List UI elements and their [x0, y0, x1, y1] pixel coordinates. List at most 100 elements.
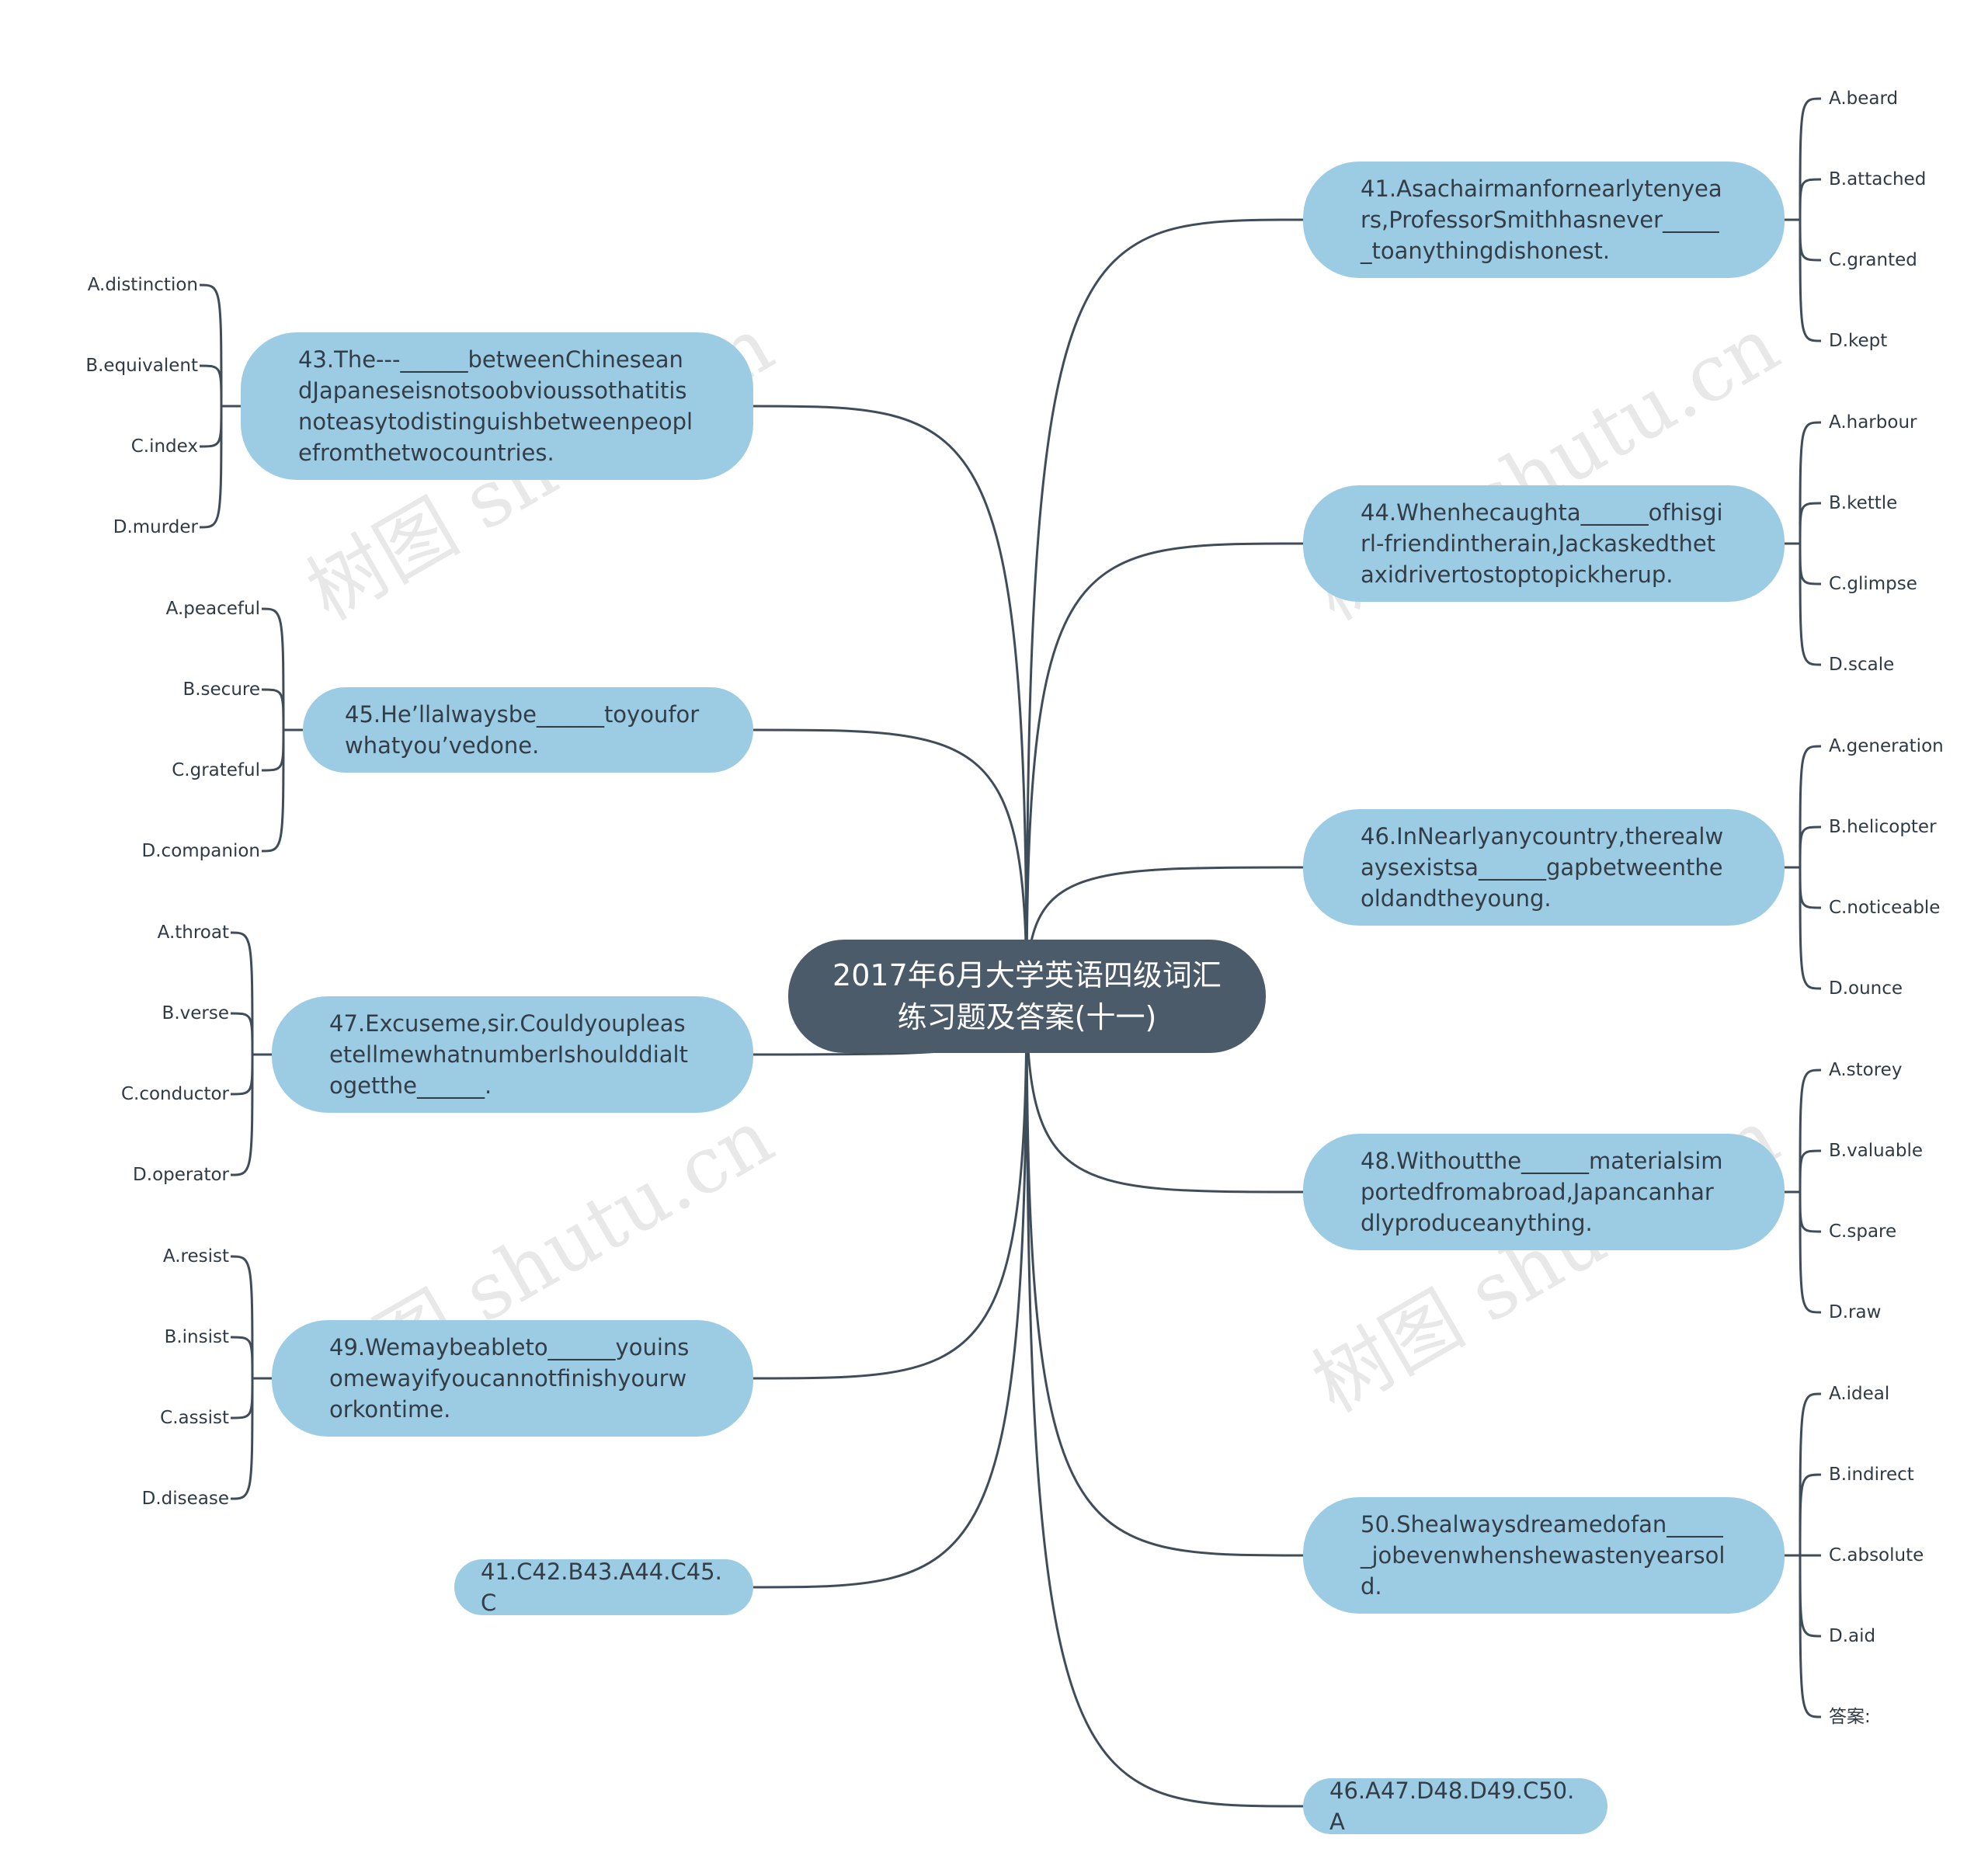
topic-q45[interactable]: 45.He’llalwaysbe______toyouforwhatyou’ve…	[303, 687, 753, 773]
option-leaf[interactable]: B.attached	[1829, 169, 1927, 189]
leaf-connector	[1799, 502, 1822, 544]
branch-connector	[1025, 996, 1304, 1808]
option-leaf[interactable]: D.scale	[1829, 655, 1895, 675]
leaf-connector	[1799, 867, 1822, 909]
leaf-connector	[1799, 1473, 1822, 1556]
option-leaf[interactable]: B.insist	[164, 1327, 229, 1347]
topic-label: 47.Excuseme,sir.Couldyoupleasetellmewhat…	[329, 1010, 688, 1099]
option-leaf[interactable]: C.conductor	[120, 1084, 229, 1104]
leaf-connector	[199, 405, 223, 529]
topic-answers-1[interactable]: 41.C42.B43.A44.C45.C	[454, 1559, 753, 1616]
branch-connector	[752, 996, 1028, 1589]
option-leaf[interactable]: A.harbour	[1829, 412, 1917, 433]
option-leaf[interactable]: A.storey	[1829, 1060, 1903, 1080]
option-leaf[interactable]: A.peaceful	[165, 599, 260, 619]
option-leaf[interactable]: D.raw	[1829, 1302, 1882, 1322]
topic-label: 45.He’llalwaysbe______toyouforwhatyou’ve…	[345, 701, 700, 759]
leaf-connector	[1799, 421, 1822, 544]
leaf-connector	[261, 688, 285, 731]
option-leaf[interactable]: B.valuable	[1829, 1141, 1923, 1161]
option-leaf[interactable]: C.granted	[1829, 250, 1917, 270]
branch-connector	[1025, 218, 1304, 997]
leaf-connector	[199, 364, 223, 407]
option-leaf[interactable]: A.resist	[162, 1246, 229, 1267]
topic-label: 48.Withoutthe______materialsimportedfrom…	[1361, 1148, 1723, 1236]
leaf-connector	[261, 729, 285, 772]
leaf-connector	[1799, 825, 1822, 868]
option-leaf[interactable]: A.throat	[157, 923, 229, 943]
leaf-connector	[230, 931, 254, 1055]
branch-connector	[752, 996, 1028, 1380]
option-leaf[interactable]: C.grateful	[172, 760, 260, 780]
topic-label: 46.InNearlyanycountry,therealwaysexistsa…	[1361, 823, 1724, 912]
option-leaf[interactable]: C.assist	[160, 1408, 229, 1428]
option-leaf[interactable]: D.ounce	[1829, 978, 1903, 999]
option-leaf[interactable]: A.distinction	[87, 275, 198, 295]
leaf-connector	[1799, 1555, 1822, 1638]
topic-q48[interactable]: 48.Withoutthe______materialsimportedfrom…	[1303, 1134, 1785, 1250]
option-leaf[interactable]: B.secure	[182, 679, 260, 700]
leaf-connector	[261, 729, 285, 853]
option-leaf[interactable]: C.spare	[1829, 1221, 1897, 1242]
leaf-connector	[1799, 97, 1822, 221]
option-leaf[interactable]: D.disease	[141, 1489, 229, 1509]
option-leaf[interactable]: D.aid	[1829, 1626, 1876, 1646]
topic-q41[interactable]: 41.Asachairmanfornearlytenyears,Professo…	[1303, 162, 1785, 278]
central-topic[interactable]: 2017年6月大学英语四级词汇练习题及答案(十一)	[788, 940, 1266, 1053]
leaf-connector	[1799, 1555, 1822, 1718]
leaf-connector	[1799, 178, 1822, 221]
topic-label: 41.C42.B43.A44.C45.C	[481, 1559, 722, 1616]
leaf-connector	[230, 1054, 254, 1096]
leaf-connector	[230, 1012, 254, 1055]
option-leaf[interactable]: A.ideal	[1829, 1384, 1890, 1404]
option-leaf[interactable]: A.generation	[1829, 736, 1944, 756]
central-topic-label: 2017年6月大学英语四级词汇练习题及答案(十一)	[832, 958, 1222, 1034]
topic-q43[interactable]: 43.The---______betweenChineseandJapanese…	[241, 332, 753, 480]
option-leaf[interactable]: B.equivalent	[85, 356, 198, 376]
topic-q46[interactable]: 46.InNearlyanycountry,therealwaysexistsa…	[1303, 809, 1785, 926]
leaf-connector	[1799, 543, 1822, 586]
leaf-connector	[1799, 1149, 1822, 1193]
branch-connector	[1025, 996, 1304, 1557]
topic-q47[interactable]: 47.Excuseme,sir.Couldyoupleasetellmewhat…	[272, 996, 753, 1113]
topic-label: 41.Asachairmanfornearlytenyears,Professo…	[1361, 175, 1722, 264]
option-leaf[interactable]: D.murder	[113, 517, 198, 537]
topic-label: 49.Wemaybeableto______youinsomewayifyouc…	[329, 1334, 690, 1423]
option-leaf[interactable]: B.helicopter	[1829, 817, 1937, 837]
leaf-connector	[1799, 1191, 1822, 1314]
leaf-connector	[230, 1378, 254, 1500]
leaf-connector	[230, 1378, 254, 1420]
option-leaf[interactable]: B.indirect	[1829, 1465, 1914, 1485]
topic-label: 44.Whenhecaughta______ofhisgirl-friendin…	[1361, 499, 1723, 588]
option-leaf[interactable]: 答案:	[1829, 1707, 1871, 1727]
leaf-connector	[1799, 745, 1822, 868]
leaf-connector	[1799, 867, 1822, 990]
option-leaf[interactable]: B.verse	[162, 1003, 229, 1023]
leaf-connector	[230, 1054, 254, 1176]
leaf-connector	[1799, 1069, 1822, 1193]
topic-q44[interactable]: 44.Whenhecaughta______ofhisgirl-friendin…	[1303, 485, 1785, 602]
branch-connector	[1025, 996, 1304, 1194]
leaf-connector	[230, 1255, 254, 1379]
topic-answers-2[interactable]: 46.A47.D48.D49.C50.A	[1303, 1777, 1607, 1835]
option-leaf[interactable]: C.index	[130, 436, 198, 457]
topic-label: 43.The---______betweenChineseandJapanese…	[298, 346, 693, 466]
option-leaf[interactable]: A.beard	[1829, 89, 1899, 109]
topic-label: 50.Shealwaysdreamedofan______jobevenwhen…	[1361, 1511, 1726, 1600]
branch-connector	[752, 405, 1028, 997]
option-leaf[interactable]: D.companion	[141, 841, 260, 861]
option-leaf[interactable]: C.glimpse	[1829, 574, 1917, 594]
leaf-connector	[1799, 1191, 1822, 1233]
option-leaf[interactable]: D.kept	[1829, 331, 1888, 351]
topic-q49[interactable]: 49.Wemaybeableto______youinsomewayifyouc…	[272, 1320, 753, 1437]
leaf-connector	[199, 405, 223, 448]
topic-q50[interactable]: 50.Shealwaysdreamedofan______jobevenwhen…	[1303, 1497, 1785, 1614]
branch-connector	[1025, 542, 1304, 997]
leaf-connector	[230, 1336, 254, 1379]
option-leaf[interactable]: C.noticeable	[1829, 898, 1941, 918]
option-leaf[interactable]: B.kettle	[1829, 493, 1898, 513]
option-leaf[interactable]: C.absolute	[1829, 1545, 1924, 1565]
leaf-connector	[261, 607, 285, 731]
option-leaf[interactable]: D.operator	[133, 1165, 229, 1185]
